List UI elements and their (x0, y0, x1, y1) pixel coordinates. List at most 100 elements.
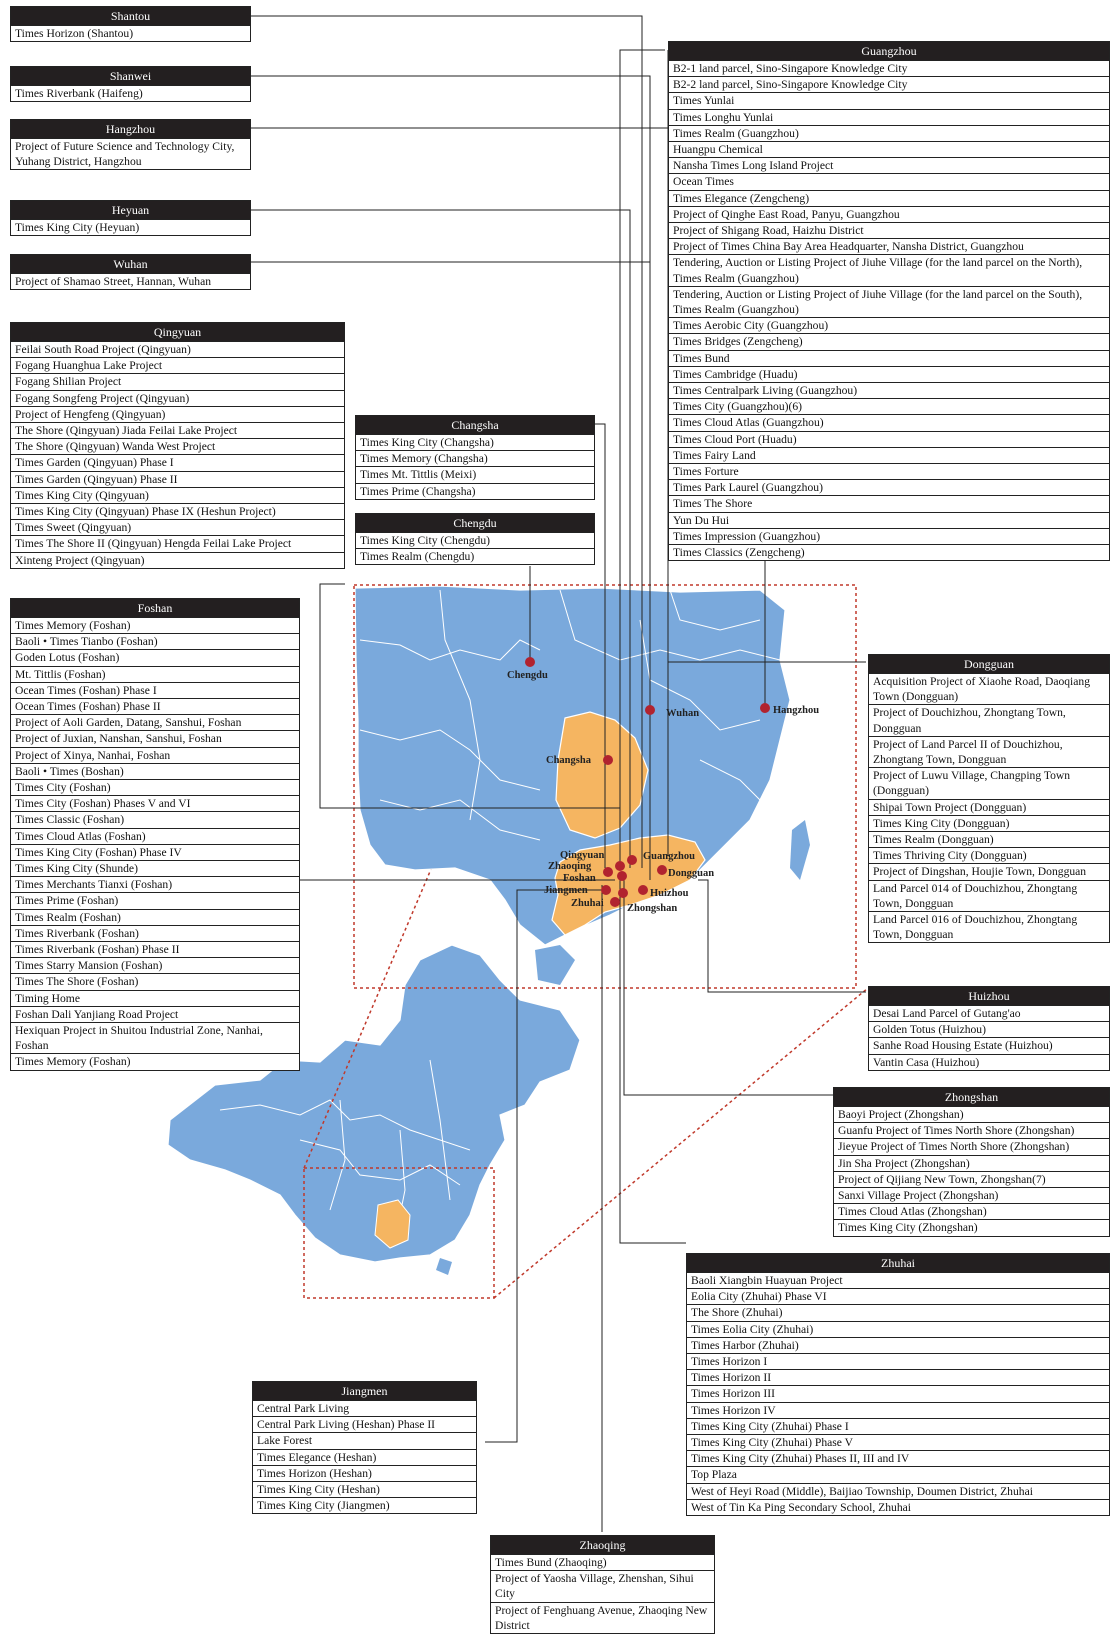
project-item: Times King City (Changsha) (356, 434, 594, 450)
project-item: Eolia City (Zhuhai) Phase VI (687, 1288, 1109, 1304)
city-label-dongguan: Dongguan (668, 868, 714, 879)
project-item: Times Forture (669, 463, 1109, 479)
city-dot-hangzhou[interactable] (760, 703, 770, 713)
city-dot-qingyuan[interactable] (615, 861, 625, 871)
project-item: Times King City (Foshan) Phase IV (11, 843, 299, 860)
south-china-map (353, 584, 857, 989)
project-item: Times Riverbank (Haifeng) (11, 85, 250, 101)
box-title-chengdu: Chengdu (356, 514, 594, 532)
project-item: Times Horizon I (687, 1353, 1109, 1369)
city-dot-dongguan[interactable] (657, 865, 667, 875)
project-item: Times Thriving City (Dongguan) (869, 847, 1109, 863)
project-item: Times Horizon II (687, 1369, 1109, 1385)
project-item: Times King City (Zhuhai) Phases II, III … (687, 1450, 1109, 1466)
china-inset-map (167, 944, 581, 1299)
project-item: Times Sweet (Qingyuan) (11, 519, 344, 535)
project-item: Baoli • Times (Boshan) (11, 762, 299, 779)
project-item: Times Cambridge (Huadu) (669, 365, 1109, 382)
project-item: West of Tin Ka Ping Secondary School, Zh… (687, 1498, 1109, 1515)
project-item: B2-1 land parcel, Sino-Singapore Knowled… (669, 60, 1109, 76)
box-title-jiangmen: Jiangmen (253, 1382, 476, 1400)
project-item: Times Horizon III (687, 1385, 1109, 1401)
project-item: Times The Shore (669, 495, 1109, 511)
project-item: Hexiquan Project in Shuitou Industrial Z… (11, 1022, 299, 1053)
project-item: Acquisition Project of Xiaohe Road, Daoq… (869, 673, 1109, 704)
project-item: Times Park Laurel (Guangzhou) (669, 479, 1109, 495)
project-item: Project of Times China Bay Area Headquar… (669, 238, 1109, 254)
project-item: Times Bund (669, 349, 1109, 366)
project-item: Baoli Xiangbin Huayuan Project (687, 1272, 1109, 1288)
city-dot-zhaoqing[interactable] (603, 867, 613, 877)
project-item: Fogang Huanghua Lake Project (11, 357, 344, 373)
project-item: The Shore (Qingyuan) Wanda West Project (11, 438, 344, 454)
city-dot-foshan[interactable] (617, 871, 627, 881)
city-markers: Chengdu Wuhan Hangzhou Changsha Qingyuan… (507, 657, 819, 914)
project-item: Times Elegance (Heshan) (253, 1448, 476, 1465)
box-title-heyuan: Heyuan (11, 201, 250, 219)
project-item: Tendering, Auction or Listing Project of… (669, 254, 1109, 285)
project-item: Feilai South Road Project (Qingyuan) (11, 341, 344, 357)
box-title-foshan: Foshan (11, 599, 299, 617)
project-item: Jieyue Project of Times North Shore (Zho… (834, 1138, 1109, 1154)
project-item: Project of Juxian, Nanshan, Sanshui, Fos… (11, 730, 299, 746)
project-item: Baoyi Project (Zhongshan) (834, 1106, 1109, 1122)
city-dot-zhongshan[interactable] (618, 888, 628, 898)
city-dot-changsha[interactable] (603, 755, 613, 765)
project-item: The Shore (Zhuhai) (687, 1304, 1109, 1320)
project-item: Tendering, Auction or Listing Project of… (669, 285, 1109, 317)
project-item: Times Memory (Changsha) (356, 450, 594, 466)
project-item: Times Riverbank (Foshan) (11, 924, 299, 941)
project-item: Times Bund (Zhaoqing) (491, 1554, 714, 1570)
city-label-zhaoqing: Zhaoqing (548, 861, 592, 872)
city-label-wuhan: Wuhan (666, 708, 699, 719)
city-dot-jiangmen[interactable] (601, 885, 611, 895)
project-item: Times Cloud Port (Huadu) (669, 430, 1109, 447)
project-item: Times Prime (Foshan) (11, 892, 299, 908)
project-item: Times Eolia City (Zhuhai) (687, 1320, 1109, 1337)
box-title-changsha: Changsha (356, 416, 594, 434)
project-item: Ocean Times (Foshan) Phase II (11, 698, 299, 714)
project-item: Times Fairy Land (669, 446, 1109, 463)
project-item: Times King City (Dongguan) (869, 814, 1109, 831)
project-item: Nansha Times Long Island Project (669, 157, 1109, 173)
city-dot-huizhou[interactable] (638, 885, 648, 895)
project-item: Times Memory (Foshan) (11, 1053, 299, 1069)
city-dot-chengdu[interactable] (525, 657, 535, 667)
project-item: Times King City (Zhongshan) (834, 1219, 1109, 1235)
project-item: Land Parcel 014 of Douchizhou, Zhongtang… (869, 879, 1109, 911)
project-item: Times Centralpark Living (Guangzhou) (669, 382, 1109, 398)
box-title-zhaoqing: Zhaoqing (491, 1536, 714, 1554)
box-title-dongguan: Dongguan (869, 655, 1109, 673)
project-item: Times Realm (Dongguan) (869, 831, 1109, 847)
project-item: Project of Shamao Street, Hannan, Wuhan (11, 273, 250, 289)
project-item: Project of Dingshan, Houjie Town, Donggu… (869, 863, 1109, 879)
city-dot-guangzhou[interactable] (627, 855, 637, 865)
project-item: Times The Shore (Foshan) (11, 973, 299, 989)
city-dot-wuhan[interactable] (645, 705, 655, 715)
city-dot-zhuhai[interactable] (610, 897, 620, 907)
project-item: Ocean Times (669, 173, 1109, 189)
project-item: Times King City (Qingyuan) Phase IX (Hes… (11, 503, 344, 519)
focus-region-frame (353, 584, 857, 989)
project-item: Project of Douchizhou, Zhongtang Town, D… (869, 704, 1109, 735)
project-item: Times Horizon IV (687, 1401, 1109, 1418)
project-item: Times Cloud Atlas (Guangzhou) (669, 414, 1109, 430)
project-item: Project of Yaosha Village, Zhenshan, Sih… (491, 1570, 714, 1601)
project-item: Central Park Living (253, 1400, 476, 1416)
project-item: Times City (Foshan) Phases V and VI (11, 795, 299, 811)
city-label-huizhou: Huizhou (650, 888, 689, 899)
project-item: Times King City (Zhuhai) Phase V (687, 1434, 1109, 1450)
box-title-qingyuan: Qingyuan (11, 323, 344, 341)
project-item: Times Merchants Tianxi (Foshan) (11, 876, 299, 892)
project-item: Timing Home (11, 989, 299, 1006)
project-item: Lake Forest (253, 1432, 476, 1448)
project-item: Vantin Casa (Huizhou) (869, 1053, 1109, 1070)
project-item: B2-2 land parcel, Sino-Singapore Knowled… (669, 76, 1109, 92)
